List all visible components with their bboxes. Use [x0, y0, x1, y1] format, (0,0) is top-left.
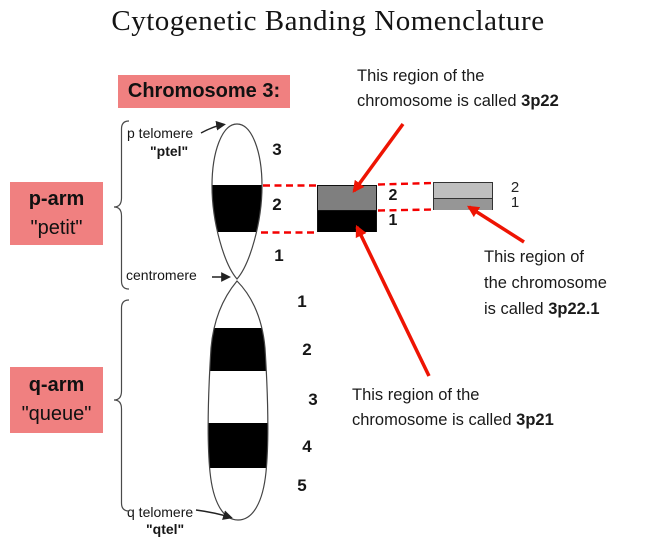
- p-band-label-3: 3: [272, 140, 282, 159]
- q-arm-brace: [113, 299, 130, 512]
- annotation-3p22-1-line2: the chromosome: [484, 274, 607, 292]
- zoom-box-3p2: [317, 185, 377, 232]
- zoom2-band-label-1: 1: [510, 194, 520, 211]
- dashed-link-sub-bottom: [377, 208, 434, 212]
- q-arm-nickname: "queue": [21, 403, 92, 425]
- zoom1-band-label-2: 2: [388, 187, 398, 204]
- q-arm-shape: [208, 281, 268, 520]
- q-band-label-1: 1: [297, 292, 307, 311]
- q-band-label-5: 5: [297, 476, 307, 495]
- p-arm-label: p-arm "petit": [10, 182, 103, 245]
- q-band-label-3: 3: [308, 390, 318, 409]
- red-arrow-3p22-1: [466, 205, 525, 244]
- page-title: Cytogenetic Banding Nomenclature: [111, 5, 545, 37]
- region-3p22-2-band: [434, 183, 492, 199]
- p-band-label-1: 1: [274, 246, 284, 265]
- annotation-3p22-line1: This region of the: [357, 67, 485, 85]
- annotation-3p22-1-line3: is called: [484, 300, 549, 318]
- annotation-3p22-1-line1: This region of: [484, 248, 584, 266]
- red-arrow-3p22: [352, 122, 405, 193]
- q-band-label-4: 4: [302, 437, 312, 456]
- annotation-3p21: This region of the chromosome is called …: [352, 383, 554, 433]
- region-3p22-band: [318, 186, 376, 211]
- chromosome-3-label-text: Chromosome 3:: [127, 80, 281, 102]
- zoom1-band-label-1: 1: [388, 212, 398, 229]
- dashed-link-sub-top: [377, 181, 434, 186]
- q-arm-name: q-arm: [28, 374, 85, 396]
- annotation-3p21-band: 3p21: [516, 411, 554, 429]
- q-telomere-arrow: [195, 509, 233, 520]
- p-arm-nickname: "petit": [30, 216, 83, 239]
- annotation-3p22-1: This region of the chromosome is called …: [484, 244, 607, 322]
- p-arm-name: p-arm: [28, 187, 85, 210]
- q-arm-label: q-arm "queue": [10, 367, 103, 433]
- annotation-3p21-line1: This region of the: [352, 386, 480, 404]
- region-3p22-1-band: [434, 199, 492, 210]
- p-arm-brace: [113, 120, 130, 290]
- q-band-4-fill: [208, 423, 268, 468]
- annotation-3p22-band: 3p22: [521, 92, 559, 110]
- red-arrow-3p21: [355, 224, 431, 377]
- q-telomere-label: q telomere: [127, 504, 194, 520]
- annotation-3p22-line2: chromosome is called: [357, 92, 522, 110]
- annotation-3p21-line2: chromosome is called: [352, 411, 517, 429]
- p-telomere-abbrev: "ptel": [150, 143, 189, 159]
- annotation-3p22-1-band: 3p22.1: [548, 300, 600, 318]
- q-band-2-fill: [208, 328, 268, 371]
- region-3p21-band: [318, 211, 376, 232]
- p-telomere-arrow: [200, 120, 226, 134]
- p-arm-shape: [212, 124, 262, 279]
- q-telomere-abbrev: "qtel": [146, 521, 185, 537]
- p-band-2-fill: [212, 185, 262, 232]
- centromere-label: centromere: [126, 267, 197, 283]
- p-telomere-label: p telomere: [127, 125, 194, 141]
- annotation-3p22: This region of the chromosome is called …: [357, 64, 559, 114]
- chromosome-3-label: Chromosome 3:: [118, 75, 290, 108]
- zoom2-band-label-2: 2: [510, 179, 520, 196]
- q-band-label-2: 2: [302, 340, 312, 359]
- zoom-box-3p22-sub: [433, 182, 493, 210]
- p-band-label-2: 2: [272, 195, 282, 214]
